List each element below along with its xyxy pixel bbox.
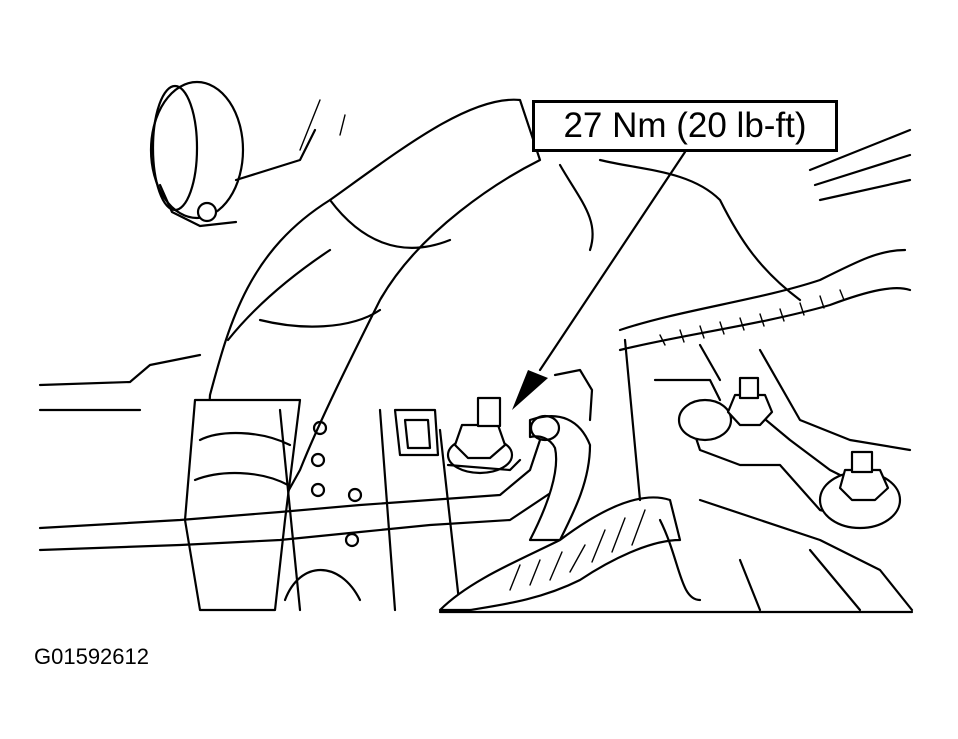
leader-arrowhead <box>512 370 548 410</box>
bent-pipe <box>528 368 594 542</box>
transverse-tube <box>38 353 567 552</box>
right-housing <box>623 338 914 612</box>
callout-leader <box>512 150 687 410</box>
corrugated-hose <box>438 496 702 612</box>
figure-id-label: G01592612 <box>34 644 149 669</box>
engine-block <box>278 408 462 612</box>
reservoir-cap <box>149 80 317 228</box>
torque-bolt <box>446 396 522 475</box>
torque-spec-label: 27 Nm (20 lb-ft) <box>563 106 807 145</box>
torque-callout: 27 Nm (20 lb-ft) <box>532 100 838 152</box>
right-bracket <box>677 376 902 530</box>
upper-harness <box>558 128 912 352</box>
